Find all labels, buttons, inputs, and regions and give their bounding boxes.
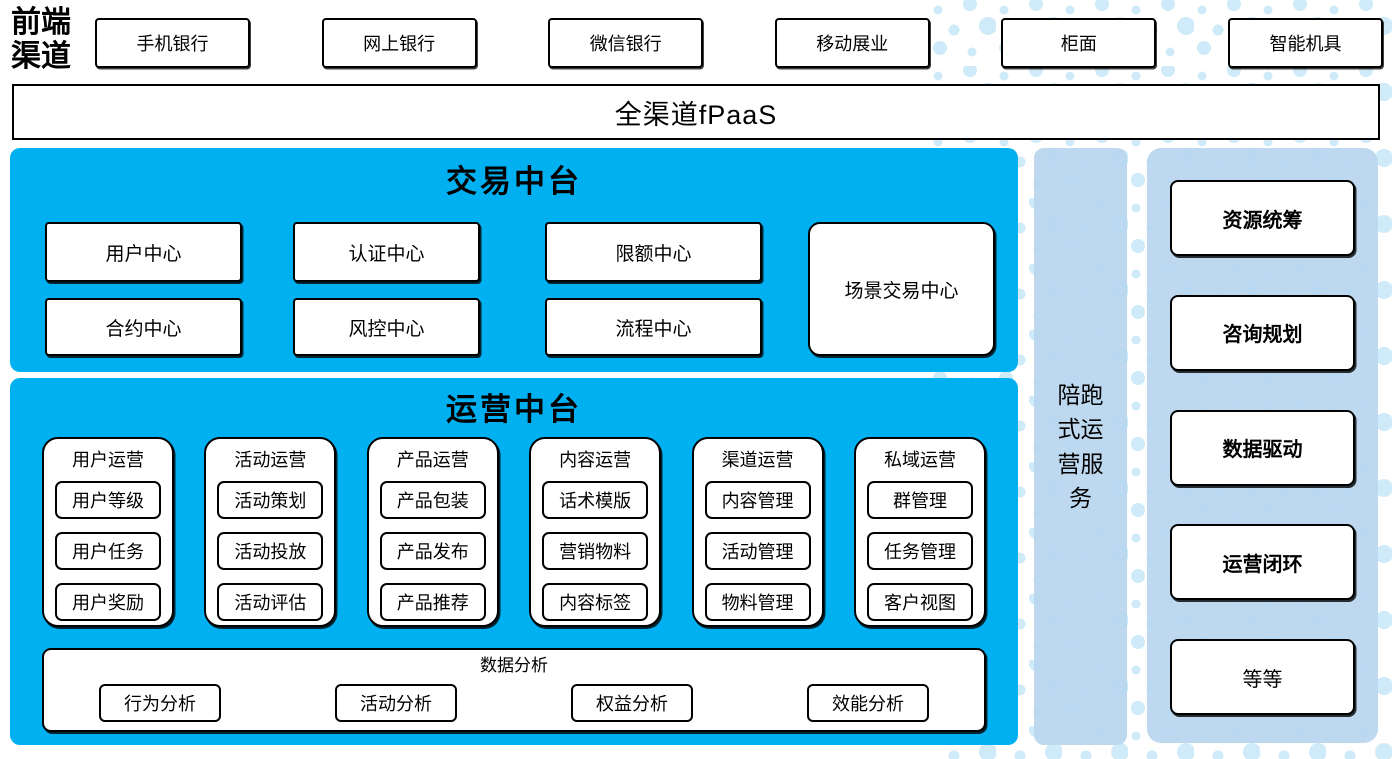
- frontend-channels-label: 前端渠道: [11, 6, 71, 73]
- channel-wechat-banking: 微信银行: [548, 18, 704, 68]
- ops-item: 产品包装: [379, 481, 486, 519]
- ops-item: 产品发布: [379, 532, 486, 570]
- group-channel-operation: 渠道运营 内容管理 活动管理 物料管理: [691, 437, 824, 627]
- accompanying-operation-service-ribbon: 陪跑式运营服务: [1034, 148, 1127, 745]
- data-analysis-title: 数据分析: [480, 656, 548, 675]
- channel-mobile-sales: 移动展业: [774, 18, 930, 68]
- channel-online-banking: 网上银行: [321, 18, 477, 68]
- risk-center-box: 风控中心: [293, 298, 480, 356]
- group-title: 渠道运营: [721, 450, 794, 470]
- group-title: 用户运营: [72, 450, 144, 470]
- group-title: 私域运营: [883, 450, 956, 470]
- ops-item: 话术模版: [542, 481, 649, 519]
- channel-row: 手机银行 网上银行 微信银行 移动展业 柜面 智能机具: [95, 18, 1383, 68]
- data-analysis-box: 数据分析 行为分析 活动分析 权益分析 效能分析: [42, 648, 986, 732]
- behavior-analysis-box: 行为分析: [99, 684, 221, 722]
- group-user-operation: 用户运营 用户等级 用户任务 用户奖励: [42, 437, 174, 627]
- ops-item: 内容标签: [542, 583, 649, 621]
- operation-loop-box: 运营闭环: [1170, 524, 1355, 601]
- ops-item: 群管理: [866, 481, 973, 519]
- ops-item: 产品推荐: [379, 583, 486, 621]
- ops-item: 客户视图: [866, 583, 973, 621]
- ops-item: 物料管理: [704, 583, 811, 621]
- operation-groups: 用户运营 用户等级 用户任务 用户奖励 活动运营 活动策划 活动投放 活动评估 …: [42, 437, 986, 627]
- group-title: 产品运营: [396, 450, 469, 470]
- trade-platform-title: 交易中台: [446, 164, 582, 199]
- ops-item: 活动投放: [217, 532, 324, 570]
- ops-item: 活动管理: [704, 532, 811, 570]
- rights-analysis-box: 权益分析: [571, 684, 693, 722]
- data-driven-box: 数据驱动: [1170, 409, 1355, 486]
- ops-item: 活动策划: [217, 481, 324, 519]
- group-product-operation: 产品运营 产品包装 产品发布 产品推荐: [366, 437, 499, 627]
- process-center-box: 流程中心: [545, 298, 762, 356]
- channel-counter: 柜面: [1001, 18, 1157, 68]
- ops-item: 用户奖励: [55, 583, 161, 621]
- group-activity-operation: 活动运营 活动策划 活动投放 活动评估: [204, 437, 337, 627]
- consulting-planning-box: 咨询规划: [1170, 294, 1355, 371]
- user-center-box: 用户中心: [45, 222, 242, 282]
- scene-trade-center-box: 场景交易中心: [808, 222, 995, 356]
- group-content-operation: 内容运营 话术模版 营销物料 内容标签: [529, 437, 662, 627]
- etc-box: 等等: [1170, 639, 1355, 715]
- ops-item: 活动评估: [217, 583, 324, 621]
- service-panel: 资源统筹 咨询规划 数据驱动 运营闭环 等等: [1147, 148, 1378, 743]
- group-private-domain-operation: 私域运营 群管理 任务管理 客户视图: [853, 437, 986, 627]
- operation-platform-title: 运营中台: [446, 392, 582, 427]
- ops-item: 用户任务: [55, 532, 161, 570]
- efficiency-analysis-box: 效能分析: [807, 684, 929, 722]
- group-title: 活动运营: [234, 450, 307, 470]
- channel-smart-devices: 智能机具: [1227, 18, 1383, 68]
- ops-item: 营销物料: [542, 532, 649, 570]
- operation-platform-section: 运营中台 用户运营 用户等级 用户任务 用户奖励 活动运营 活动策划 活动投放 …: [10, 378, 1018, 745]
- ribbon-label: 陪跑式运营服务: [1057, 381, 1104, 512]
- resource-coordination-box: 资源统筹: [1170, 180, 1355, 256]
- auth-center-box: 认证中心: [293, 222, 480, 282]
- trade-platform-section: 交易中台 用户中心 认证中心 限额中心 合约中心 风控中心 流程中心 场景交易中…: [10, 148, 1018, 372]
- activity-analysis-box: 活动分析: [335, 684, 457, 722]
- group-title: 内容运营: [559, 450, 632, 470]
- limit-center-box: 限额中心: [545, 222, 762, 282]
- ops-item: 用户等级: [55, 481, 161, 519]
- ops-item: 内容管理: [704, 481, 811, 519]
- ops-item: 任务管理: [866, 532, 973, 570]
- contract-center-box: 合约中心: [45, 298, 242, 356]
- channel-mobile-banking: 手机银行: [95, 18, 250, 68]
- omnichannel-fpaas-bar: 全渠道fPaaS: [12, 84, 1380, 140]
